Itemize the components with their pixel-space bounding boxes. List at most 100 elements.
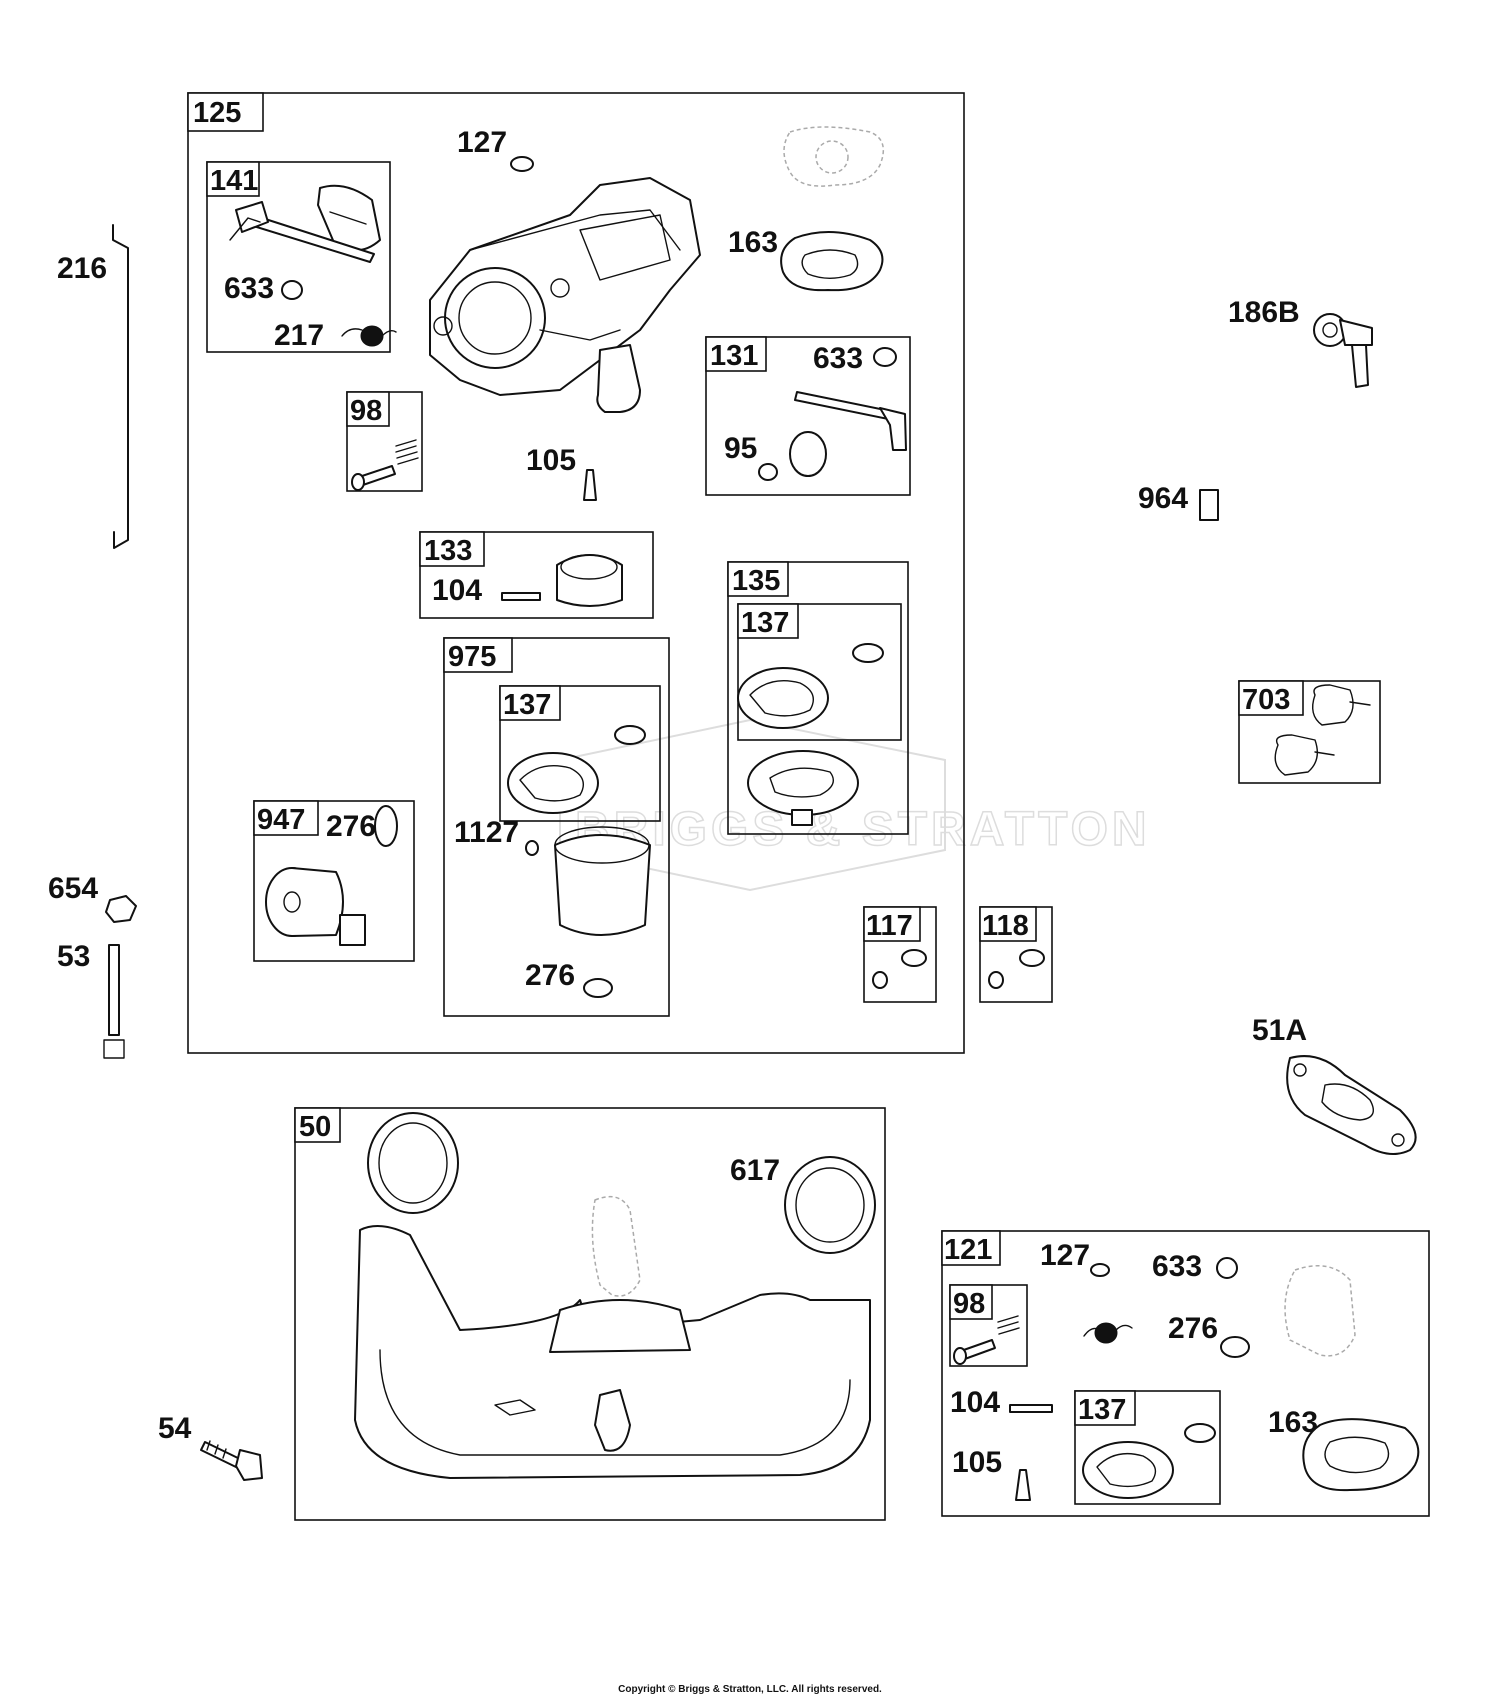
gasket-163-icon bbox=[780, 230, 884, 292]
gasket-ghost-icon bbox=[591, 1195, 641, 1297]
box-125-tag bbox=[187, 92, 264, 132]
label-127: 127 bbox=[457, 126, 507, 159]
label-276-c: 276 bbox=[1168, 1312, 1218, 1345]
box-137-a bbox=[499, 685, 661, 822]
label-51a: 51A bbox=[1252, 1014, 1307, 1047]
box-947-label: 947 bbox=[257, 804, 305, 836]
screw-117-icon bbox=[872, 971, 888, 989]
sleeve-icon bbox=[1199, 489, 1219, 521]
float-pin-icon bbox=[501, 592, 541, 601]
intake-seal-ring-icon bbox=[367, 1112, 876, 1254]
box-98-b-label: 98 bbox=[953, 1288, 985, 1320]
bowl-screw-icon bbox=[525, 840, 539, 856]
box-133-label: 133 bbox=[424, 535, 472, 567]
seal-c-icon bbox=[1184, 1423, 1216, 1443]
box-98-label: 98 bbox=[350, 395, 382, 427]
box-975-label: 975 bbox=[448, 641, 496, 673]
label-186b: 186B bbox=[1228, 296, 1300, 329]
label-105-b: 105 bbox=[952, 1446, 1002, 1479]
box-98-tag bbox=[346, 391, 390, 427]
box-50 bbox=[294, 1107, 886, 1521]
bushing-c-icon bbox=[1216, 1257, 1238, 1279]
label-53: 53 bbox=[57, 940, 90, 973]
box-121-label: 121 bbox=[944, 1234, 992, 1266]
box-50-label: 50 bbox=[299, 1111, 331, 1143]
idle-screw-icon bbox=[351, 439, 419, 491]
bushing-icon bbox=[281, 280, 303, 300]
label-216: 216 bbox=[57, 252, 107, 285]
box-131 bbox=[705, 336, 911, 496]
part-o-ring-icon bbox=[510, 156, 534, 172]
screw-118-icon bbox=[988, 971, 1004, 989]
copyright-notice: Copyright © Briggs & Stratton, LLC. All … bbox=[618, 1684, 882, 1695]
box-137-a-tag bbox=[499, 685, 561, 721]
gasket-163-b-icon bbox=[1302, 1418, 1420, 1492]
primer-pump-icon bbox=[747, 750, 859, 826]
box-118-label: 118 bbox=[982, 910, 1029, 942]
box-125-label: 125 bbox=[193, 97, 241, 129]
float-bowl-icon bbox=[554, 826, 651, 936]
box-135-tag bbox=[727, 561, 789, 597]
label-654: 654 bbox=[48, 872, 98, 905]
label-1127: 1127 bbox=[454, 816, 519, 849]
vent-fitting-icon bbox=[1313, 313, 1373, 388]
float-pin-b-icon bbox=[1009, 1404, 1053, 1413]
box-947 bbox=[253, 800, 415, 962]
label-617: 617 bbox=[730, 1154, 780, 1187]
box-141 bbox=[206, 161, 391, 353]
gasket-51a-icon bbox=[1286, 1055, 1417, 1155]
box-703 bbox=[1238, 680, 1381, 784]
box-131-label: 131 bbox=[710, 340, 758, 372]
watermark-text: BRIGGS & STRATTON bbox=[575, 803, 1151, 856]
box-117-label: 117 bbox=[866, 910, 913, 942]
nut-icon bbox=[105, 895, 137, 923]
bushing-b-icon bbox=[873, 347, 897, 367]
governor-link-icon bbox=[112, 224, 129, 549]
label-276: 276 bbox=[525, 959, 575, 992]
seal-icon bbox=[614, 725, 646, 745]
box-141-tag bbox=[206, 161, 260, 197]
box-137-c bbox=[1074, 1390, 1221, 1505]
box-975-tag bbox=[443, 637, 513, 673]
throttle-shaft-icon bbox=[794, 391, 907, 451]
label-54: 54 bbox=[158, 1412, 192, 1445]
box-133 bbox=[419, 531, 654, 619]
box-137-b-tag bbox=[737, 603, 799, 639]
o-ring-b-icon bbox=[1090, 1263, 1110, 1277]
intake-manifold-icon bbox=[354, 1225, 871, 1479]
box-137-c-tag bbox=[1074, 1390, 1136, 1426]
choke-shaft-icon bbox=[229, 184, 381, 263]
seal-b-icon bbox=[852, 643, 884, 663]
washer-c-icon bbox=[1220, 1336, 1250, 1358]
label-95: 95 bbox=[724, 432, 757, 465]
label-127-b: 127 bbox=[1040, 1239, 1090, 1272]
box-125 bbox=[187, 92, 965, 1054]
washer-118-icon bbox=[1019, 949, 1045, 967]
gasket-kit-a-icon bbox=[507, 752, 599, 814]
box-141-label: 141 bbox=[210, 165, 258, 197]
label-276-b: 276 bbox=[326, 810, 376, 843]
bolt-icon bbox=[200, 1440, 263, 1481]
label-105: 105 bbox=[526, 444, 576, 477]
throttle-plate-icon bbox=[789, 431, 827, 477]
box-975 bbox=[443, 637, 670, 1017]
box-137-b-label: 137 bbox=[741, 607, 789, 639]
float-needle-b-icon bbox=[1015, 1469, 1031, 1501]
float-needle-icon bbox=[583, 469, 597, 501]
spring-icon bbox=[341, 325, 397, 347]
label-104: 104 bbox=[432, 574, 482, 607]
box-135-label: 135 bbox=[732, 565, 780, 597]
label-104-b: 104 bbox=[950, 1386, 1000, 1419]
box-703-label: 703 bbox=[1242, 684, 1290, 716]
box-131-tag bbox=[705, 336, 767, 372]
gasket-outline-icon bbox=[783, 126, 885, 187]
box-137-b bbox=[737, 603, 902, 741]
hose-clamp-icon bbox=[1274, 684, 1371, 776]
gasket-kit-c-icon bbox=[1082, 1441, 1174, 1499]
box-118-tag bbox=[979, 906, 1037, 942]
float-icon bbox=[556, 554, 623, 607]
washer-117-icon bbox=[901, 949, 927, 967]
box-135 bbox=[727, 561, 909, 835]
box-121 bbox=[941, 1230, 1430, 1517]
